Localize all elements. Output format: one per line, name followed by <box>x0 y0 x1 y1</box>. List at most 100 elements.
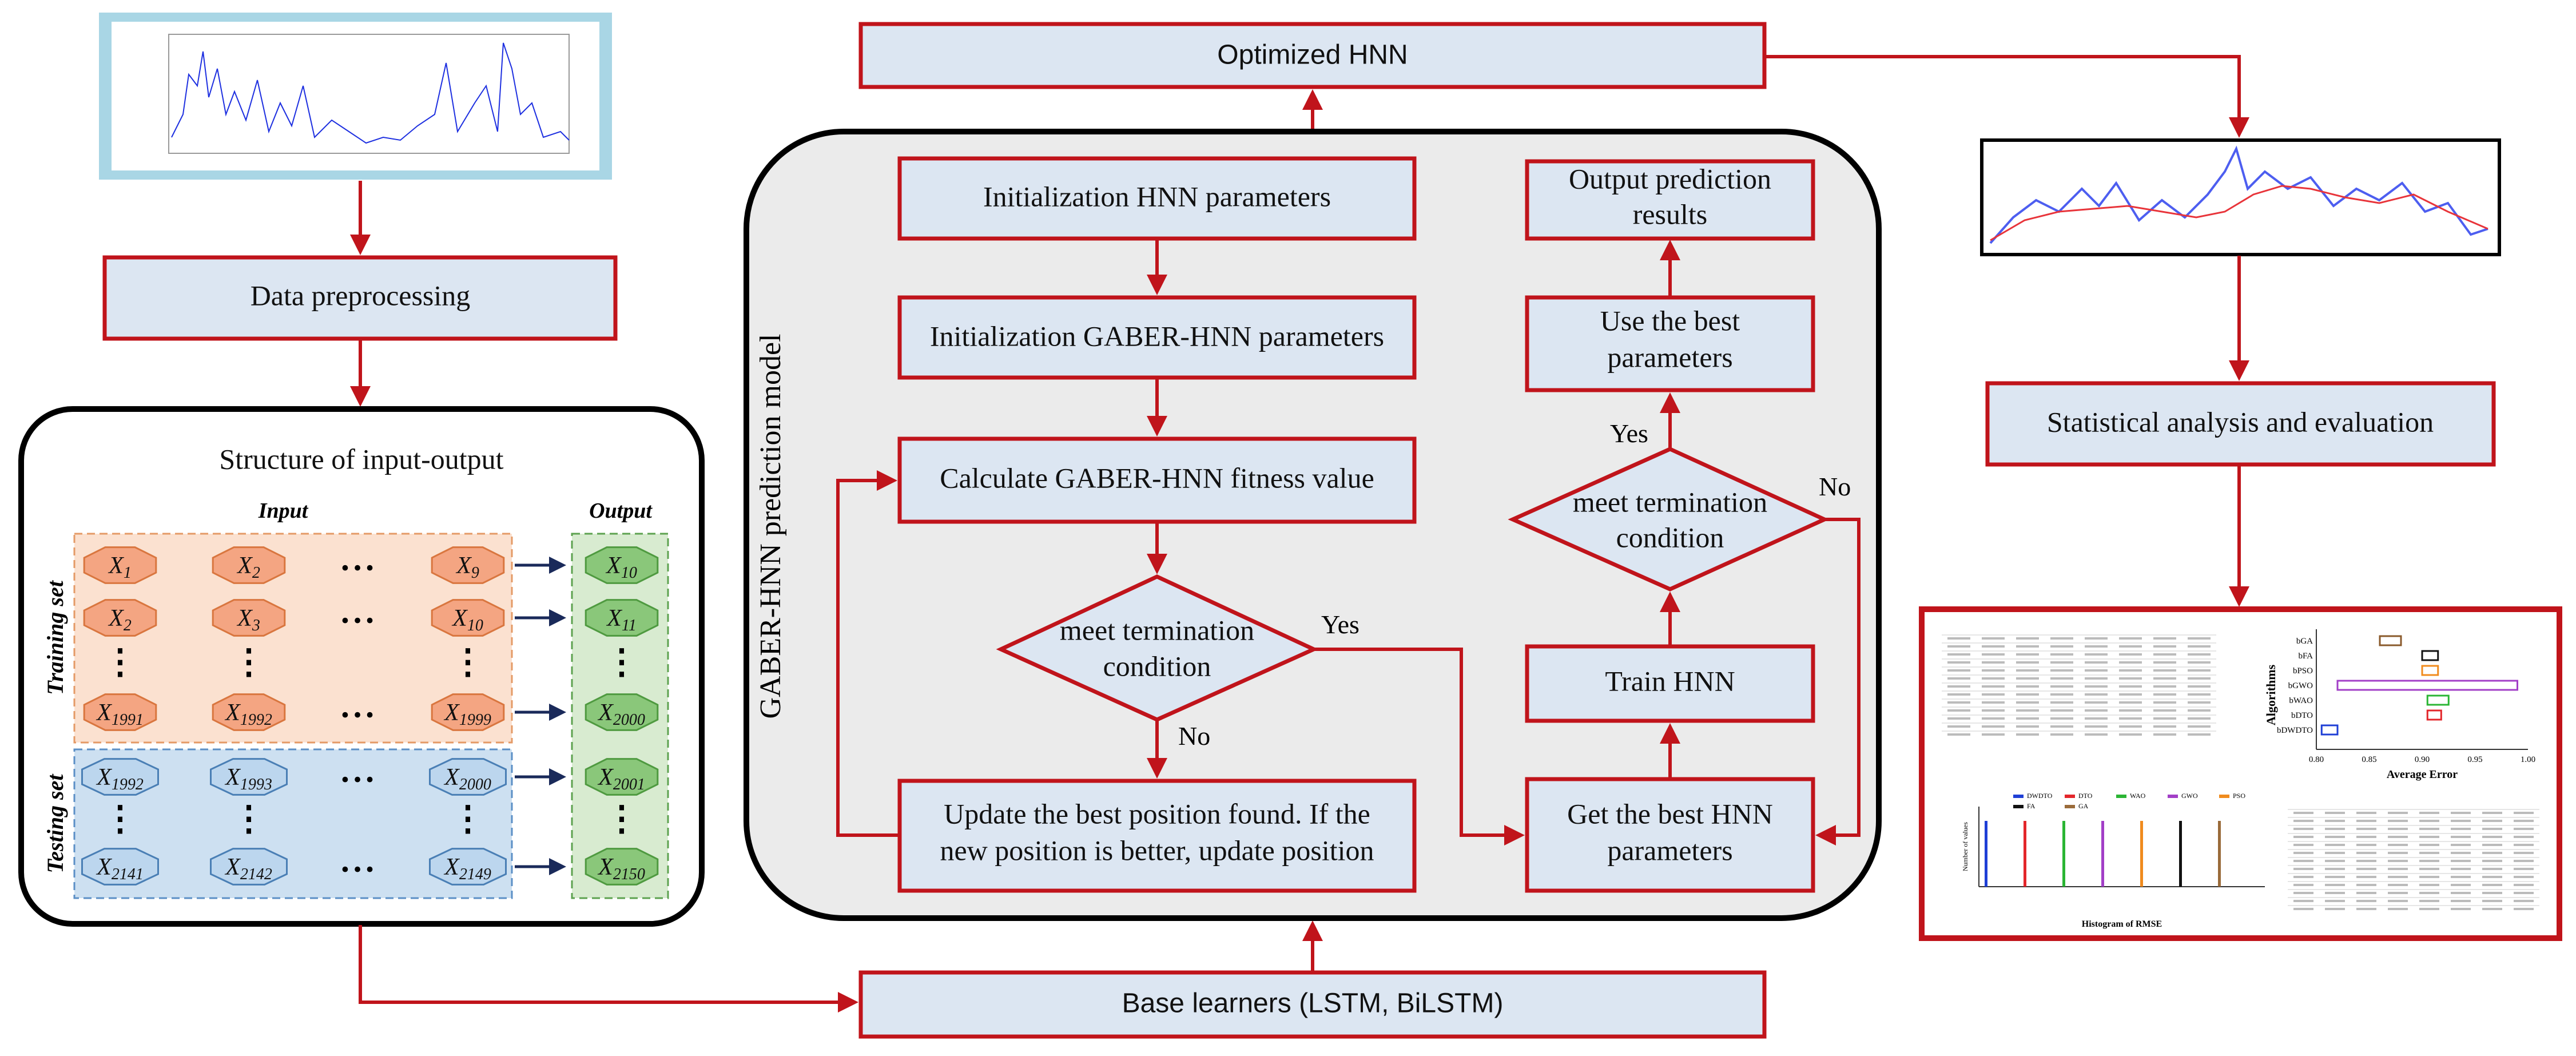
train-r988-c3-label: X10 <box>605 553 637 582</box>
boxplot-box <box>2379 635 2402 646</box>
table-cell <box>1947 725 1970 728</box>
table-cell <box>2388 908 2408 910</box>
table-cell <box>1947 693 1970 696</box>
table-cell <box>2451 836 2471 838</box>
table-cell <box>2188 661 2211 664</box>
training-set-label: Training set <box>42 579 68 695</box>
test-r1515-c2-node <box>429 848 507 886</box>
termination-decision-2 <box>1508 447 1830 591</box>
legend-label: GA <box>2078 802 2089 810</box>
boxplot-ylabel: Algorithms <box>2264 664 2278 725</box>
table-cell <box>2050 725 2073 728</box>
boxplot-tick: 0.85 <box>2362 755 2376 764</box>
results-panel: Algorithms bGAbFAbPSObGWObWAObDTObDWDTO … <box>1919 606 2562 941</box>
table-cell <box>2016 685 2039 688</box>
table-cell <box>2482 884 2502 886</box>
train-r1245-c3-label: X2000 <box>597 700 645 729</box>
train-r1080-c1-node <box>212 599 286 637</box>
table-cell <box>2482 908 2502 910</box>
get-best-box <box>1525 777 1815 893</box>
train-r1245-c1-node <box>212 693 286 731</box>
table-cell <box>2325 908 2345 910</box>
histogram-bar <box>2218 821 2221 887</box>
table-cell <box>1982 693 2005 696</box>
table-cell <box>2119 685 2142 688</box>
table-cell <box>2119 725 2142 728</box>
table-cell <box>2188 733 2211 736</box>
table-cell <box>2325 892 2345 894</box>
table-cell <box>2293 884 2313 886</box>
input-header: Input <box>258 499 309 523</box>
update-position-box <box>897 779 1417 893</box>
table-cell <box>2482 812 2502 814</box>
histogram-bars <box>1985 821 2221 887</box>
optimized-hnn-label: Optimized HNN <box>1217 40 1408 70</box>
table-cell <box>2388 844 2408 846</box>
table-cell <box>2153 677 2176 680</box>
legend-swatch <box>2065 795 2075 798</box>
boxplot-tick: 0.95 <box>2467 755 2482 764</box>
table-cell <box>2388 836 2408 838</box>
table-cell <box>2482 844 2502 846</box>
train-r988-c0-node <box>83 546 157 584</box>
update-line2: new position is better, update position <box>940 834 1374 866</box>
table-cell <box>2388 892 2408 894</box>
train-r1245-c0-node <box>83 693 157 731</box>
boxplot-box <box>2426 694 2450 706</box>
table-cell <box>2085 709 2108 712</box>
io-structure-panel: Structure of input-output Input Output T… <box>18 406 705 927</box>
table-cell <box>1982 661 2005 664</box>
boxplot-algorithm-label: bGA <box>2296 637 2313 646</box>
train-hnn-box <box>1525 644 1815 723</box>
train-r988-c3-node <box>585 546 659 584</box>
table-cell <box>2482 868 2502 870</box>
legend-label: DWDTO <box>2027 792 2053 800</box>
boxplot-algorithm-label: bWAO <box>2289 696 2313 705</box>
table-cell <box>2085 725 2108 728</box>
table-cell <box>2514 844 2534 846</box>
table-cell <box>2016 653 2039 656</box>
init-gaber-box <box>897 295 1417 380</box>
table-cell <box>2356 820 2376 822</box>
table-cell <box>2356 900 2376 902</box>
table-cell <box>2419 892 2439 894</box>
vertical-ellipsis: ⋮ <box>451 643 485 681</box>
table-cell <box>2356 844 2376 846</box>
table-cell <box>1947 677 1970 680</box>
train-r1080-c0-node <box>83 599 157 637</box>
table-cell <box>2419 908 2439 910</box>
table-cell <box>2188 669 2211 672</box>
table-cell <box>2514 876 2534 878</box>
table-cell <box>2451 828 2471 830</box>
boxplot-tick: 0.80 <box>2309 755 2324 764</box>
test-r1358-c2-label: X2000 <box>443 764 491 794</box>
legend-swatch <box>2065 805 2075 808</box>
train-r988-c2-node <box>431 546 505 584</box>
table-cell <box>2293 908 2313 910</box>
table-cell <box>2153 685 2176 688</box>
table-cell <box>2388 876 2408 878</box>
table-cell <box>2325 884 2345 886</box>
table-cell <box>1947 701 1970 704</box>
table-cell <box>2514 868 2534 870</box>
table-cell <box>2016 645 2039 648</box>
test-r1515-c0-label: X2141 <box>96 854 144 884</box>
table-cell <box>2188 685 2211 688</box>
table-cell <box>2514 812 2534 814</box>
table-cell <box>1947 637 1970 640</box>
table-cell <box>2514 828 2534 830</box>
table-cell <box>2085 661 2108 664</box>
table-cell <box>2119 677 2142 680</box>
no-label-1: No <box>1178 721 1210 751</box>
boxplot-box <box>2320 724 2339 736</box>
histogram-ylabel: Number of values <box>1961 822 1969 871</box>
vertical-ellipsis: ⋮ <box>103 800 137 837</box>
table-cell <box>2482 852 2502 854</box>
table-cell <box>2050 661 2073 664</box>
test-r1358-c2-node <box>429 758 507 796</box>
table-cell <box>2451 884 2471 886</box>
table-cell <box>2016 693 2039 696</box>
table-cell <box>2419 820 2439 822</box>
timeseries-line <box>171 42 570 144</box>
table-cell <box>2085 653 2108 656</box>
